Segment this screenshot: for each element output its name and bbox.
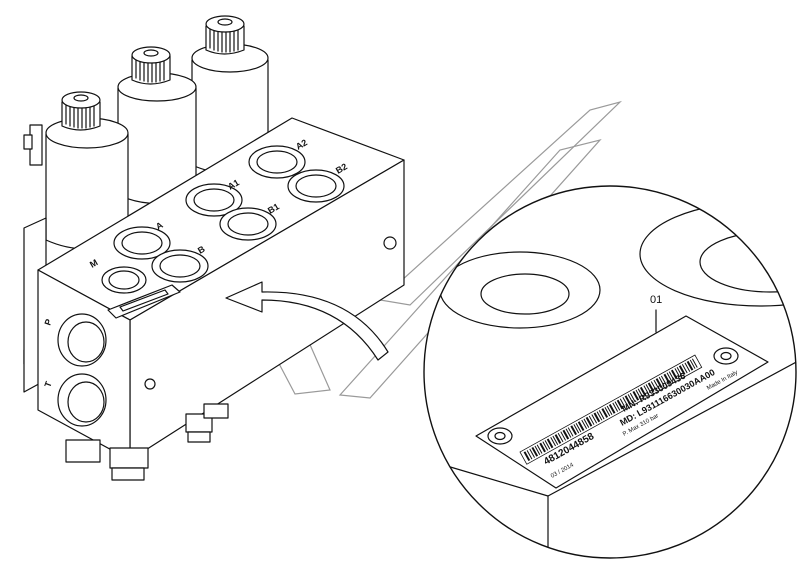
barcode-bar <box>681 364 688 374</box>
barcode-bar <box>581 419 588 430</box>
label-t: T <box>42 380 53 389</box>
barcode-bar <box>674 368 681 378</box>
barcode-bar <box>663 373 671 384</box>
barcode-bar <box>526 450 533 460</box>
barcode-bar <box>560 431 567 441</box>
solenoid-coil-2 <box>117 46 197 205</box>
bottom-fittings <box>65 403 229 481</box>
barcode-bar <box>624 395 632 406</box>
barcode-bar <box>668 371 675 381</box>
barcode-bar <box>591 414 598 424</box>
barcode-bar <box>573 424 580 434</box>
barcode-bar <box>612 402 619 412</box>
barcode-bar <box>650 381 657 391</box>
label-a1: A1 <box>226 177 241 191</box>
block-nameplate <box>107 284 181 319</box>
barcode-bar <box>529 448 536 458</box>
barcode-bar <box>588 415 595 425</box>
label-b: B <box>196 244 207 256</box>
barcode-bar <box>562 429 570 440</box>
barcode-bar <box>637 388 644 398</box>
barcode-bar <box>577 421 585 431</box>
barcode-bar <box>676 366 683 377</box>
barcode-bar <box>536 444 543 454</box>
barcode-bar <box>627 394 634 404</box>
barcode-bar <box>632 390 640 401</box>
barcode-bar <box>647 382 655 393</box>
label-b1: B1 <box>266 201 281 215</box>
barcode-bar <box>614 401 621 411</box>
barcode-bar <box>598 410 605 420</box>
barcode-bar <box>635 389 642 399</box>
barcode-bar <box>585 416 593 427</box>
barcode-bar <box>544 440 551 450</box>
top-ports <box>101 145 345 294</box>
port-t <box>57 373 107 427</box>
barcode-bar <box>686 360 694 371</box>
barcode-bar <box>616 399 624 410</box>
barcode-bar <box>570 425 577 436</box>
barcode-bar <box>684 362 691 372</box>
port-p <box>57 313 107 367</box>
callout-label: 01 <box>650 294 662 306</box>
label-a2: A2 <box>294 137 309 151</box>
barcode-bar <box>601 408 609 418</box>
barcode-bar <box>653 379 660 390</box>
barcode-bar <box>534 445 541 455</box>
label-m: M <box>88 257 99 269</box>
barcode-bar <box>666 372 673 382</box>
barcode-bar <box>531 446 539 457</box>
barcode-bar <box>583 418 590 428</box>
barcode-bar <box>557 432 564 443</box>
barcode-bar <box>619 398 626 408</box>
barcode-bar <box>629 392 636 403</box>
barcode-bar <box>689 359 696 369</box>
barcode-bar <box>554 434 562 444</box>
barcode-bar <box>606 405 613 415</box>
barcode-bar <box>608 404 616 414</box>
barcode-bar <box>523 451 531 462</box>
barcode-bar <box>670 369 678 380</box>
curved-arrow <box>225 281 389 361</box>
barcode <box>519 354 703 465</box>
label-a: A <box>154 220 165 232</box>
barcode-bar <box>655 378 663 388</box>
barcode-bar <box>593 412 601 423</box>
barcode-bar <box>546 438 554 449</box>
barcode-bar <box>550 437 556 447</box>
barcode-bar <box>678 365 686 375</box>
barcode-bar <box>567 427 574 437</box>
barcode-bar <box>645 384 652 394</box>
label-p: P <box>42 318 53 327</box>
barcode-bar <box>643 385 650 395</box>
barcode-bar <box>658 376 665 387</box>
barcode-bar <box>604 406 611 417</box>
barcode-bar <box>552 435 559 446</box>
detail-magnifier <box>423 185 797 559</box>
barcode-bar <box>539 442 546 453</box>
barcode-bar <box>542 441 549 451</box>
barcode-bar <box>622 397 629 407</box>
barcode-bar <box>565 428 572 438</box>
barcode-bar <box>596 411 603 421</box>
barcode-bar <box>691 358 698 368</box>
barcode-bar <box>639 386 647 397</box>
label-b2: B2 <box>334 161 349 175</box>
solenoid-coil-1 <box>45 91 129 250</box>
barcode-bar <box>575 422 582 433</box>
barcode-bar <box>660 375 667 385</box>
